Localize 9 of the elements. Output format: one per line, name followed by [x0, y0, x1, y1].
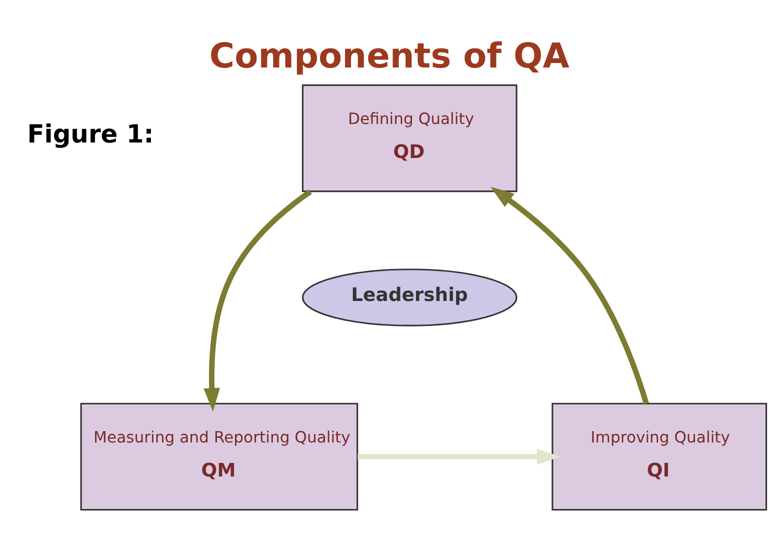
node-ellipse: Leadership — [302, 268, 518, 326]
node-box: Defining Quality QD — [302, 84, 518, 192]
node-box: Measuring and Reporting Quality QM — [80, 402, 358, 510]
label: Figure 1: — [27, 119, 154, 148]
arrow — [358, 448, 560, 464]
arrow — [490, 186, 649, 404]
arrow — [204, 188, 312, 412]
diagram-title: Components of QA — [209, 36, 570, 76]
node-box: Improving Quality QI — [552, 402, 768, 510]
